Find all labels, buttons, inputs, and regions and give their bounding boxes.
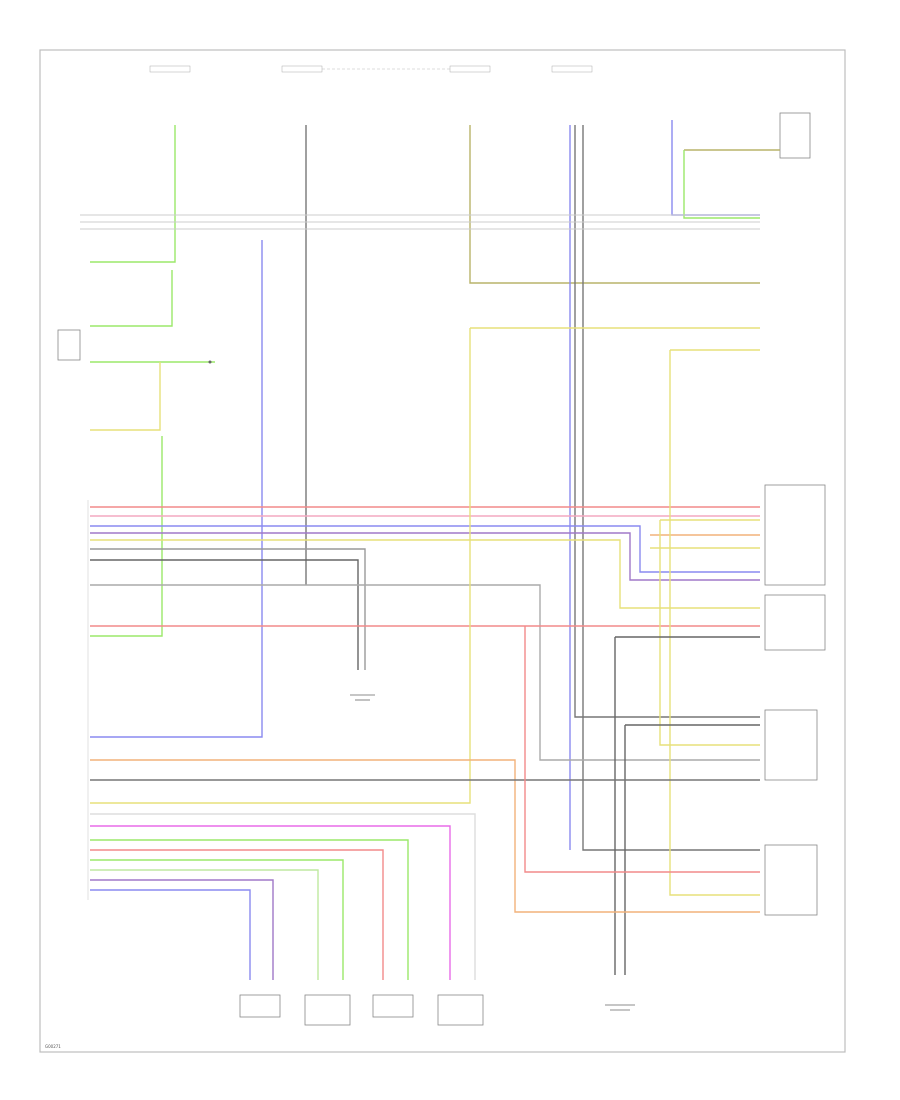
wheel-speed-sensors: [239, 994, 484, 1026]
blue-wire: [90, 240, 263, 738]
lower-wires: [90, 626, 760, 980]
feed-wires: [90, 125, 760, 851]
stop-lamp-switch: [671, 112, 811, 219]
ground-points: [350, 694, 635, 1011]
diagram-code: G00271: [45, 1044, 61, 1049]
right-components: [90, 327, 826, 975]
bus-wires: [80, 214, 760, 230]
abs-connector-wires: [90, 506, 760, 761]
power-sources: [149, 65, 593, 73]
left-relay: [57, 329, 215, 637]
diagram-frame: [39, 49, 846, 1053]
